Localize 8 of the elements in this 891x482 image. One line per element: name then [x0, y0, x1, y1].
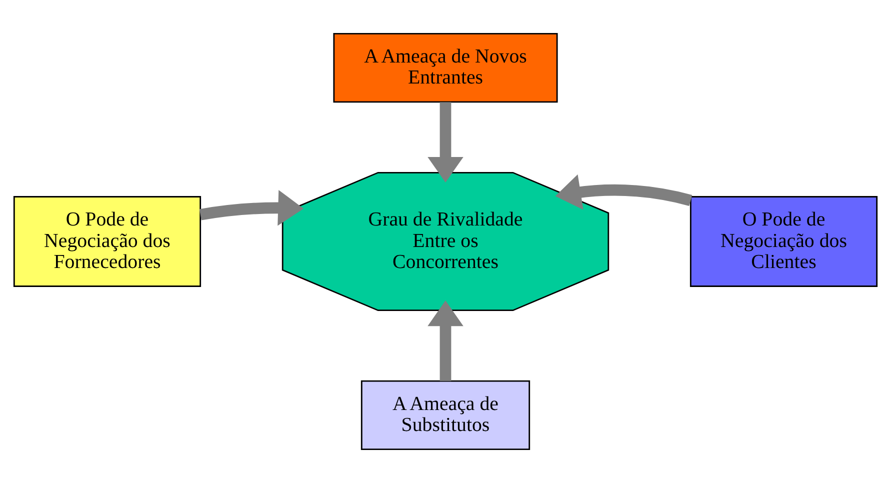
node-box: A Ameaça de Substitutos	[360, 380, 530, 450]
node-box: A Ameaça de Novos Entrantes	[333, 32, 558, 102]
node-box: O Pode de Negociação dos Fornecedores	[13, 196, 202, 286]
arrow	[428, 300, 464, 380]
arrow	[555, 174, 692, 210]
node-box: O Pode de Negociação dos Clientes	[690, 196, 878, 286]
arrow	[428, 102, 464, 182]
arrow	[199, 189, 304, 226]
